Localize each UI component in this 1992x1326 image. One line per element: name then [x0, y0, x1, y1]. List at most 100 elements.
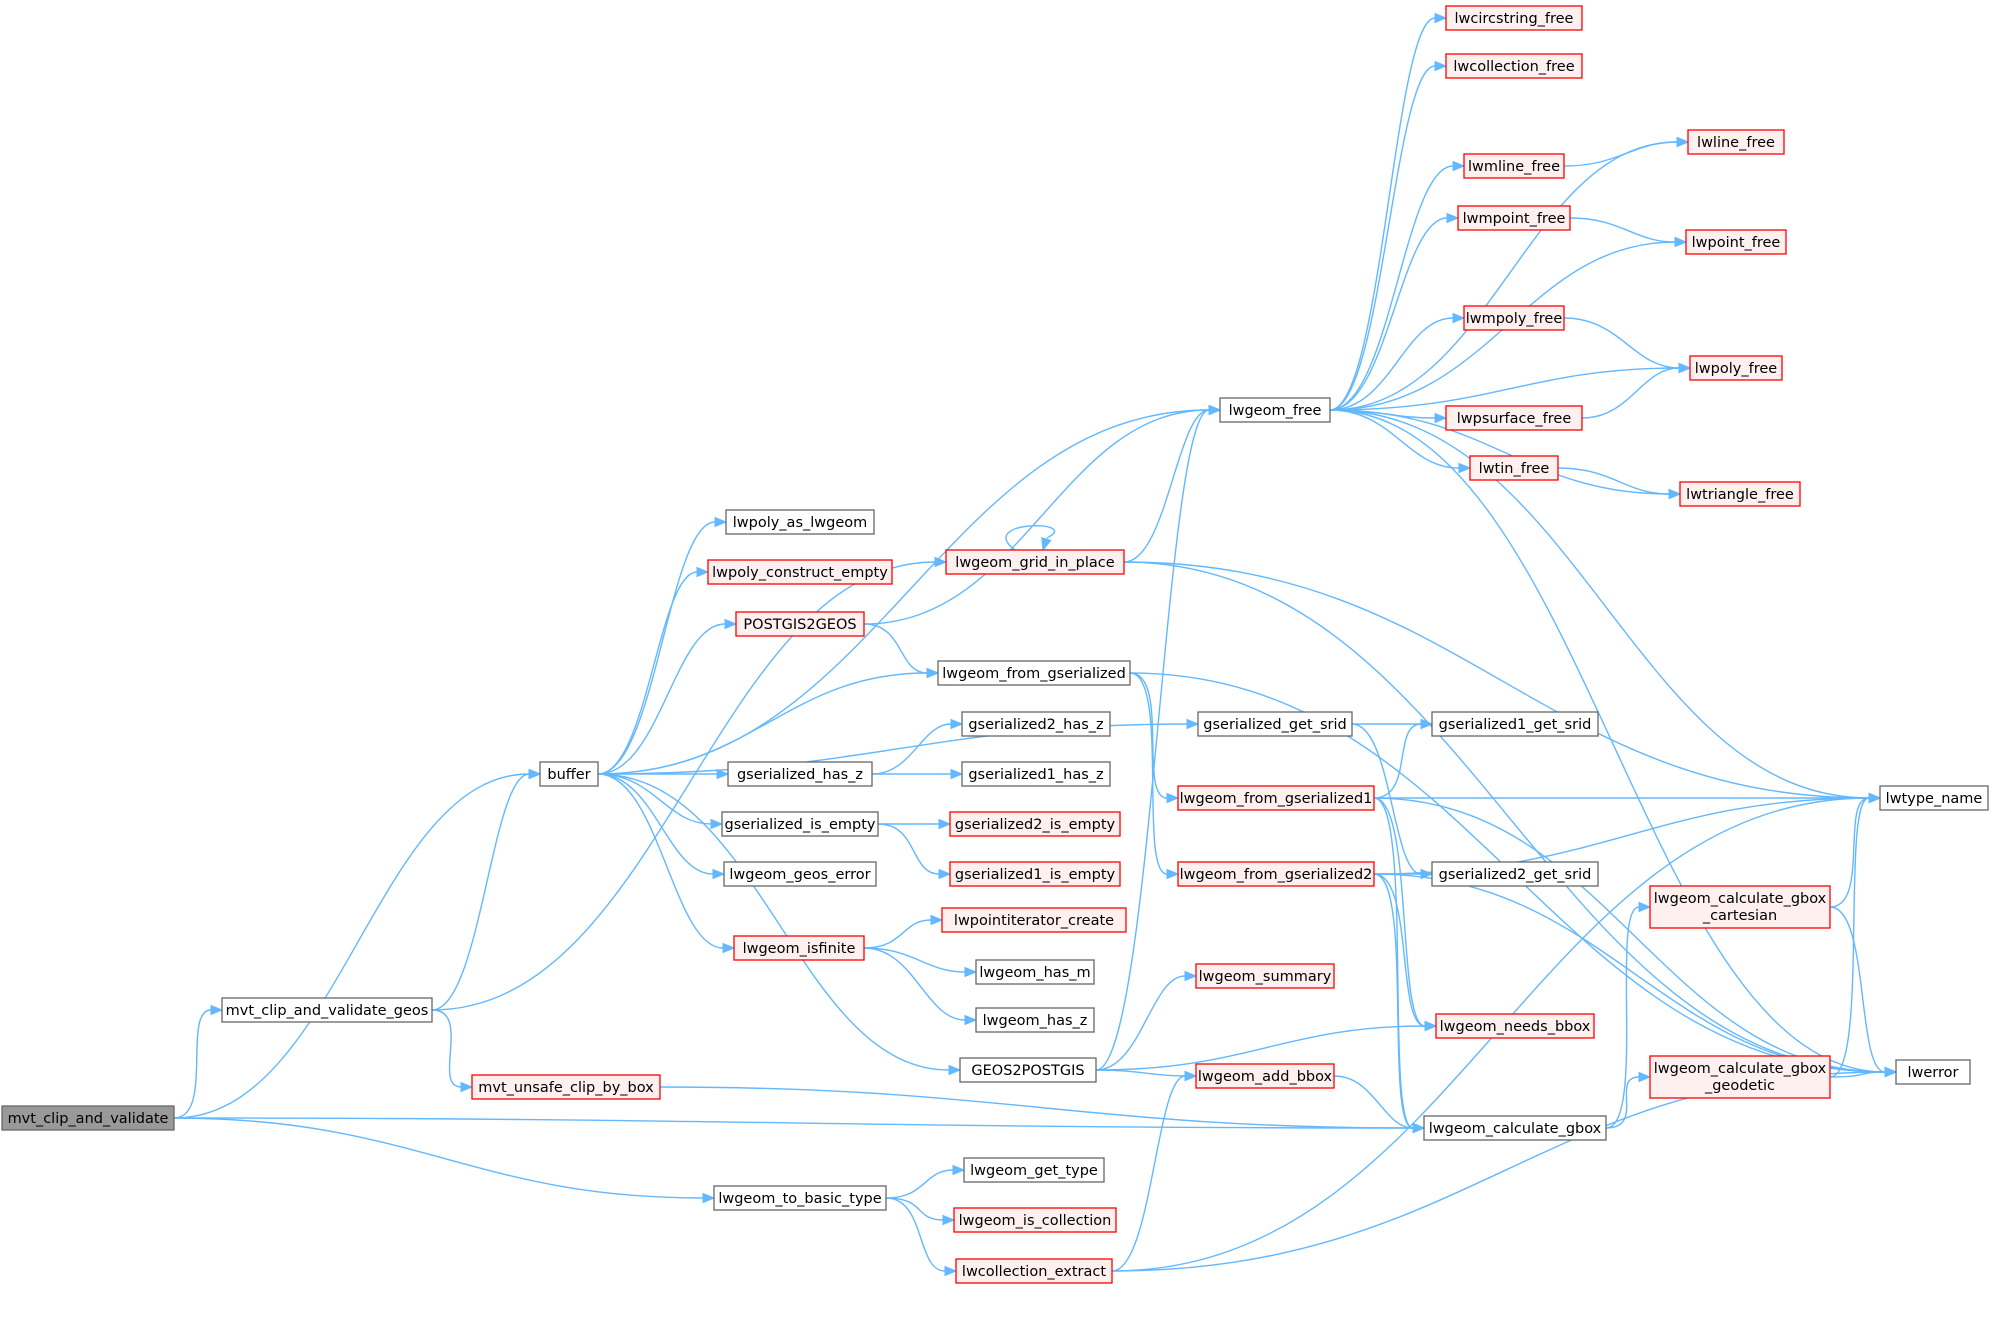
arrowhead-icon: [1676, 136, 1690, 148]
node-lwpointiterator-create[interactable]: lwpointiterator_create: [941, 907, 1127, 933]
node-box: [1431, 861, 1599, 887]
edge-line: [1123, 409, 1210, 563]
arrowhead-icon: [1412, 1122, 1426, 1134]
node-lwline-free[interactable]: lwline_free: [1687, 129, 1785, 155]
arrowhead-icon: [948, 1064, 962, 1076]
node-lwtin-free[interactable]: lwtin_free: [1469, 455, 1559, 481]
node-mvt-unsafe-clip-by-box[interactable]: mvt_unsafe_clip_by_box: [471, 1074, 661, 1100]
node-lwmpoint-free[interactable]: lwmpoint_free: [1457, 205, 1571, 231]
arrowhead-icon: [724, 618, 738, 630]
arrowhead-icon: [1424, 1020, 1438, 1032]
node-lwgeom-has-m[interactable]: lwgeom_has_m: [975, 959, 1095, 985]
node-gserialized1-get-srid[interactable]: gserialized1_get_srid: [1431, 711, 1599, 737]
arrowhead-icon: [710, 818, 724, 830]
node-lwgeom-geos-error[interactable]: lwgeom_geos_error: [723, 861, 877, 887]
edge-lwgeom-from-gserialized2-to-lwgeom-calculate-gbox: [1373, 873, 1426, 1134]
node-lwcircstring-free[interactable]: lwcircstring_free: [1445, 5, 1583, 31]
node-lwgeom-from-gserialized1[interactable]: lwgeom_from_gserialized1: [1177, 785, 1375, 811]
edge-postgis2geos-to-lwgeom-free: [863, 404, 1222, 625]
node-gserialized2-get-srid[interactable]: gserialized2_get_srid: [1431, 861, 1599, 887]
node-label: lwcollection_extract: [962, 1264, 1106, 1280]
node-mvt-clip-and-validate[interactable]: mvt_clip_and_validate: [1, 1105, 175, 1131]
node-gserialized1-is-empty[interactable]: gserialized1_is_empty: [949, 861, 1121, 887]
node-lwgeom-grid-in-place[interactable]: lwgeom_grid_in_place: [945, 549, 1125, 575]
edge-buffer-to-lwpoly-as-lwgeom: [597, 516, 728, 775]
node-label: lwgeom_isfinite: [743, 941, 856, 957]
node-lwgeom-calculate-gbox-geodetic[interactable]: lwgeom_calculate_gbox_geodetic: [1649, 1055, 1831, 1099]
edge-geos2postgis-to-lwgeom-add-bbox: [1095, 1069, 1198, 1082]
edge-line: [863, 947, 966, 973]
node-gserialized2-has-z[interactable]: gserialized2_has_z: [961, 711, 1111, 737]
node-gserialized-has-z[interactable]: gserialized_has_z: [727, 761, 873, 787]
node-gserialized2-is-empty[interactable]: gserialized2_is_empty: [949, 811, 1121, 837]
node-label: POSTGIS2GEOS: [743, 617, 856, 633]
arrowhead-icon: [210, 1004, 224, 1016]
node-postgis2geos[interactable]: POSTGIS2GEOS: [735, 611, 865, 637]
node-lwcollection-extract[interactable]: lwcollection_extract: [955, 1258, 1113, 1284]
edge-line: [885, 1197, 946, 1272]
node-lwgeom-from-gserialized[interactable]: lwgeom_from_gserialized: [937, 660, 1131, 686]
node-label: lwgeom_has_z: [983, 1013, 1088, 1029]
edge-mvt-clip-and-validate-to-lwgeom-calculate-gbox: [173, 1117, 1426, 1134]
arrowhead-icon: [1186, 718, 1200, 730]
node-label: lwgeom_get_type: [970, 1163, 1098, 1179]
edge-line: [1329, 17, 1436, 411]
edge-buffer-to-gserialized-is-empty: [597, 773, 724, 830]
node-lwgeom-calculate-gbox[interactable]: lwgeom_calculate_gbox: [1423, 1115, 1607, 1141]
edge-line: [597, 623, 726, 775]
node-box: [733, 935, 865, 961]
node-lwpsurface-free[interactable]: lwpsurface_free: [1445, 405, 1583, 431]
node-lwgeom-is-collection[interactable]: lwgeom_is_collection: [953, 1207, 1117, 1233]
node-lwgeom-add-bbox[interactable]: lwgeom_add_bbox: [1195, 1063, 1335, 1089]
arrowhead-icon: [944, 1265, 958, 1277]
edge-line: [1829, 797, 1870, 908]
node-lwgeom-from-gserialized2[interactable]: lwgeom_from_gserialized2: [1177, 861, 1375, 887]
edge-lwmpoly-free-to-lwpoly-free: [1563, 317, 1692, 374]
node-lwtriangle-free[interactable]: lwtriangle_free: [1679, 481, 1801, 507]
node-lwpoly-as-lwgeom[interactable]: lwpoly_as_lwgeom: [725, 509, 875, 535]
node-lwmpoly-free[interactable]: lwmpoly_free: [1463, 305, 1565, 331]
node-lwgeom-calculate-gbox-cartesian[interactable]: lwgeom_calculate_gbox_cartesian: [1649, 885, 1831, 929]
edge-line: [1605, 906, 1640, 1129]
node-gserialized1-has-z[interactable]: gserialized1_has_z: [961, 761, 1111, 787]
node-label: lwgeom_add_bbox: [1198, 1069, 1333, 1085]
node-lwerror[interactable]: lwerror: [1895, 1059, 1971, 1085]
node-lwgeom-has-z[interactable]: lwgeom_has_z: [975, 1007, 1095, 1033]
node-lwgeom-get-type[interactable]: lwgeom_get_type: [963, 1157, 1105, 1183]
node-box: [955, 1258, 1113, 1284]
node-box: [1195, 963, 1335, 989]
node-lwgeom-to-basic-type[interactable]: lwgeom_to_basic_type: [713, 1185, 887, 1211]
edge-line: [597, 571, 698, 775]
arrowhead-icon: [460, 1081, 474, 1093]
node-lwpoint-free[interactable]: lwpoint_free: [1685, 229, 1787, 255]
node-lwpoly-construct-empty[interactable]: lwpoly_construct_empty: [707, 559, 893, 585]
node-box: [1177, 785, 1375, 811]
node-box: [959, 1057, 1097, 1083]
edge-line: [597, 672, 928, 775]
edges-layer: [173, 12, 1898, 1277]
node-geos2postgis[interactable]: GEOS2POSTGIS: [959, 1057, 1097, 1083]
node-lwgeom-isfinite[interactable]: lwgeom_isfinite: [733, 935, 865, 961]
edge-lwgeom-free-to-lwerror: [1329, 409, 1898, 1078]
edge-lwgeom-free-to-lwmline-free: [1329, 160, 1466, 411]
node-lwcollection-free[interactable]: lwcollection_free: [1445, 53, 1583, 79]
node-buffer[interactable]: buffer: [539, 761, 599, 787]
node-gserialized-get-srid[interactable]: gserialized_get_srid: [1197, 711, 1353, 737]
node-lwgeom-free[interactable]: lwgeom_free: [1219, 397, 1331, 423]
node-lwgeom-needs-bbox[interactable]: lwgeom_needs_bbox: [1435, 1013, 1595, 1039]
node-box: [949, 811, 1121, 837]
node-box: [1689, 355, 1783, 381]
node-box: [961, 711, 1111, 737]
node-lwmline-free[interactable]: lwmline_free: [1463, 153, 1565, 179]
node-box: [707, 559, 893, 585]
edge-lwcollection-extract-to-lwgeom-add-bbox: [1111, 1070, 1198, 1272]
node-box: [1457, 205, 1571, 231]
node-lwtype-name[interactable]: lwtype_name: [1879, 785, 1989, 811]
node-mvt-clip-and-validate-geos[interactable]: mvt_clip_and_validate_geos: [221, 997, 433, 1023]
node-lwpoly-free[interactable]: lwpoly_free: [1689, 355, 1783, 381]
node-label: lwgeom_summary: [1199, 969, 1332, 985]
edge-line: [173, 773, 530, 1119]
node-lwgeom-summary[interactable]: lwgeom_summary: [1195, 963, 1335, 989]
arrowhead-icon: [1434, 60, 1448, 72]
node-gserialized-is-empty[interactable]: gserialized_is_empty: [721, 811, 879, 837]
